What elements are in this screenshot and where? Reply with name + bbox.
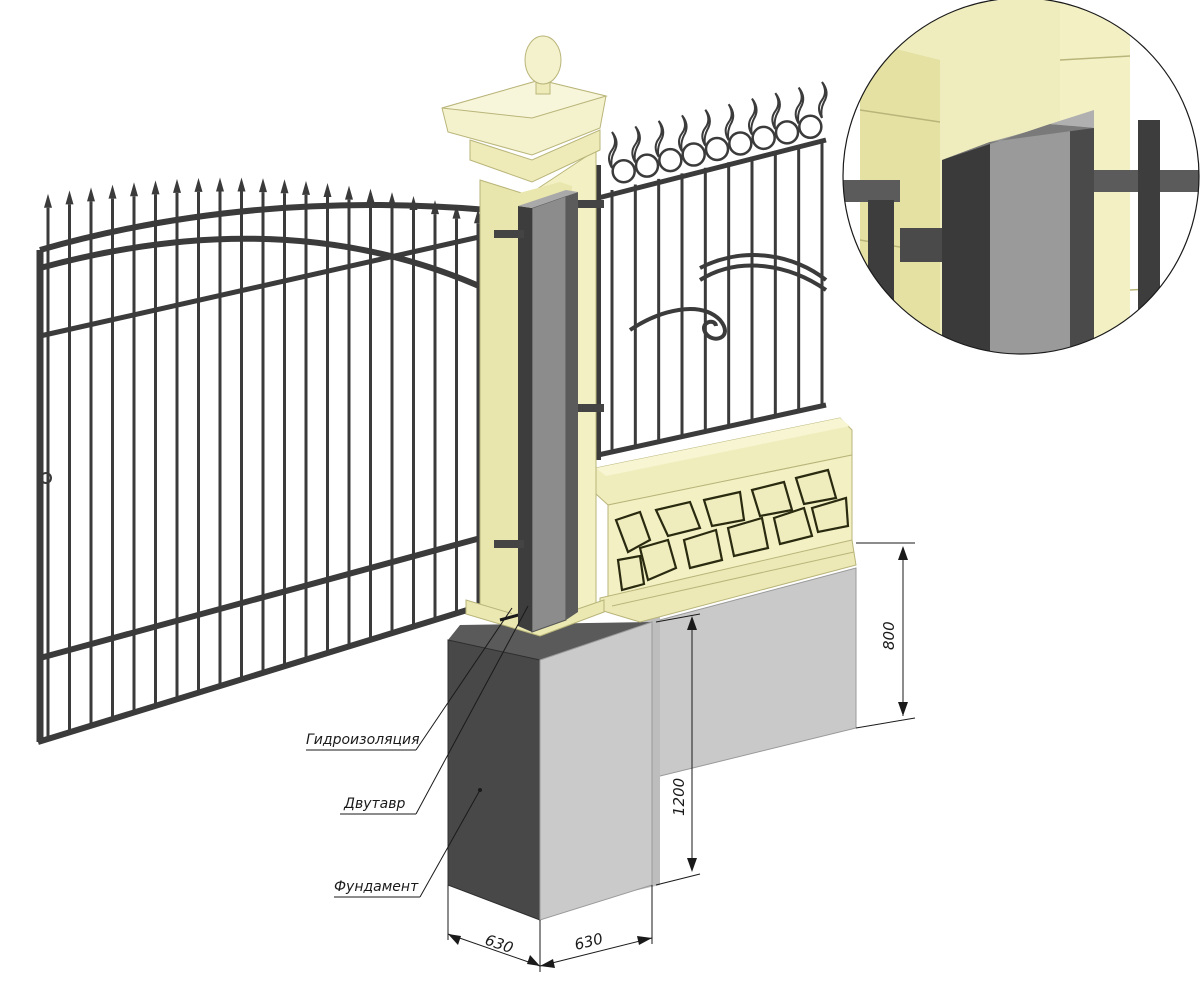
fence-bracket-lower — [578, 404, 604, 412]
rubble-stone-pattern — [614, 468, 850, 592]
gate-spear-tip — [431, 200, 439, 215]
dim-plinth-height: 800 — [880, 621, 898, 650]
rubble-stone — [638, 538, 678, 582]
gate-spear-tip — [259, 178, 267, 193]
fence-ring-ornament — [728, 131, 753, 156]
detail-ibeam-flange-right — [1070, 120, 1094, 354]
pillar-capital-roof — [441, 79, 608, 119]
fence-ring-ornament — [611, 158, 636, 184]
dim-foundation-width-right: 630 — [573, 929, 605, 953]
fence-flame-finial — [631, 125, 641, 163]
fence-ring-ornament — [774, 120, 800, 145]
label-ibeam: Двутавр — [343, 796, 405, 812]
detail-rail-left — [843, 180, 900, 202]
gate-spear-tip — [409, 195, 418, 210]
fence-ring-ornament — [751, 125, 776, 151]
gate-frame-top — [39, 202, 489, 253]
fence-ring-ornament — [798, 114, 823, 140]
dim-foundation-depth: 1200 — [670, 778, 688, 816]
gate-spear-tip — [65, 190, 74, 205]
label-waterproofing: Гидроизоляция — [306, 732, 420, 748]
gate-spear-tip — [151, 180, 160, 195]
gate-latch — [40, 472, 52, 484]
fence-flame-finial — [748, 98, 758, 136]
steel-ibeam — [494, 190, 604, 633]
gate-spear-tip — [280, 179, 289, 194]
gate-spear-tip — [366, 188, 375, 203]
gate-spear-tip — [130, 182, 138, 197]
plinth-cap-top — [596, 418, 850, 476]
label-leaders — [306, 605, 529, 898]
detail-ibeam-web — [990, 120, 1070, 354]
gate-hinge-upper — [494, 230, 524, 238]
fence-flame-finial — [678, 114, 688, 152]
detail-stone-joint — [1059, 55, 1131, 61]
rubble-stone — [702, 490, 746, 528]
detail-post-right — [1138, 120, 1160, 354]
foundation-right-face — [539, 621, 653, 921]
rubble-stone — [654, 500, 702, 538]
rubble-stone — [750, 480, 794, 518]
dimension-lines — [447, 542, 916, 972]
foundation-block — [447, 567, 857, 921]
gate-spear-tip — [194, 177, 203, 192]
gate-spear-tip — [452, 204, 461, 219]
gate-spear-tip — [302, 180, 310, 195]
fence-flame-finial — [654, 120, 665, 158]
fence-flame-finial — [701, 109, 711, 147]
gate-spear-tip — [173, 178, 181, 193]
stone-plinth — [595, 417, 857, 623]
detail-circle-outline — [842, 0, 1200, 355]
fence-flame-finial — [724, 103, 735, 141]
fence-ring-ornament — [658, 147, 683, 173]
fence-flame-finial — [818, 81, 828, 119]
gate-spear-tip — [323, 182, 332, 197]
ibeam-top — [518, 190, 578, 208]
rubble-stone — [726, 516, 770, 558]
gate-arch — [39, 235, 490, 293]
fence-bracket-upper — [578, 200, 604, 208]
gate-spear-tip — [345, 185, 353, 200]
label-foundation: Фундамент — [334, 879, 419, 895]
gate-spear-tip — [388, 192, 396, 207]
rubble-stone — [772, 506, 814, 546]
fence-flame-finial — [771, 92, 781, 130]
fence-ring-ornament — [681, 142, 706, 167]
ibeam-flange-right — [566, 192, 578, 620]
gate-spear-tip — [237, 177, 246, 192]
rubble-stone — [794, 468, 838, 506]
fence-section — [595, 81, 828, 460]
rubble-stone — [614, 510, 652, 554]
rubble-stone — [682, 528, 724, 570]
fence-flame-finial — [794, 86, 805, 125]
fence-flame-finial — [608, 131, 618, 169]
gate-spear-tip — [108, 184, 117, 199]
detail-post-left — [868, 200, 894, 354]
fence-ring-ornament — [704, 136, 730, 162]
rubble-stone — [616, 554, 646, 592]
rubble-stone — [810, 496, 850, 534]
swing-gate — [36, 177, 492, 745]
fence-ring-ornament — [634, 153, 660, 178]
gate-spear-tip — [216, 177, 224, 192]
pillar-capital-lower — [469, 129, 601, 183]
fence-scroll-ornament — [628, 307, 727, 341]
gate-hinge-lower — [494, 540, 524, 548]
ibeam-web — [531, 195, 567, 633]
gate-spear-tip — [44, 193, 52, 208]
detail-stone-joint — [859, 109, 941, 123]
detail-ibeam-flange-left — [942, 142, 990, 354]
detail-callout — [842, 0, 1200, 355]
foundation-top-face — [448, 622, 652, 660]
dim-foundation-width-left: 630 — [483, 931, 516, 957]
finial-ball — [524, 35, 562, 85]
gate-spear-tip — [87, 187, 95, 202]
ibeam-flange-left — [518, 206, 532, 632]
fence-sweep-ornament — [698, 253, 828, 292]
